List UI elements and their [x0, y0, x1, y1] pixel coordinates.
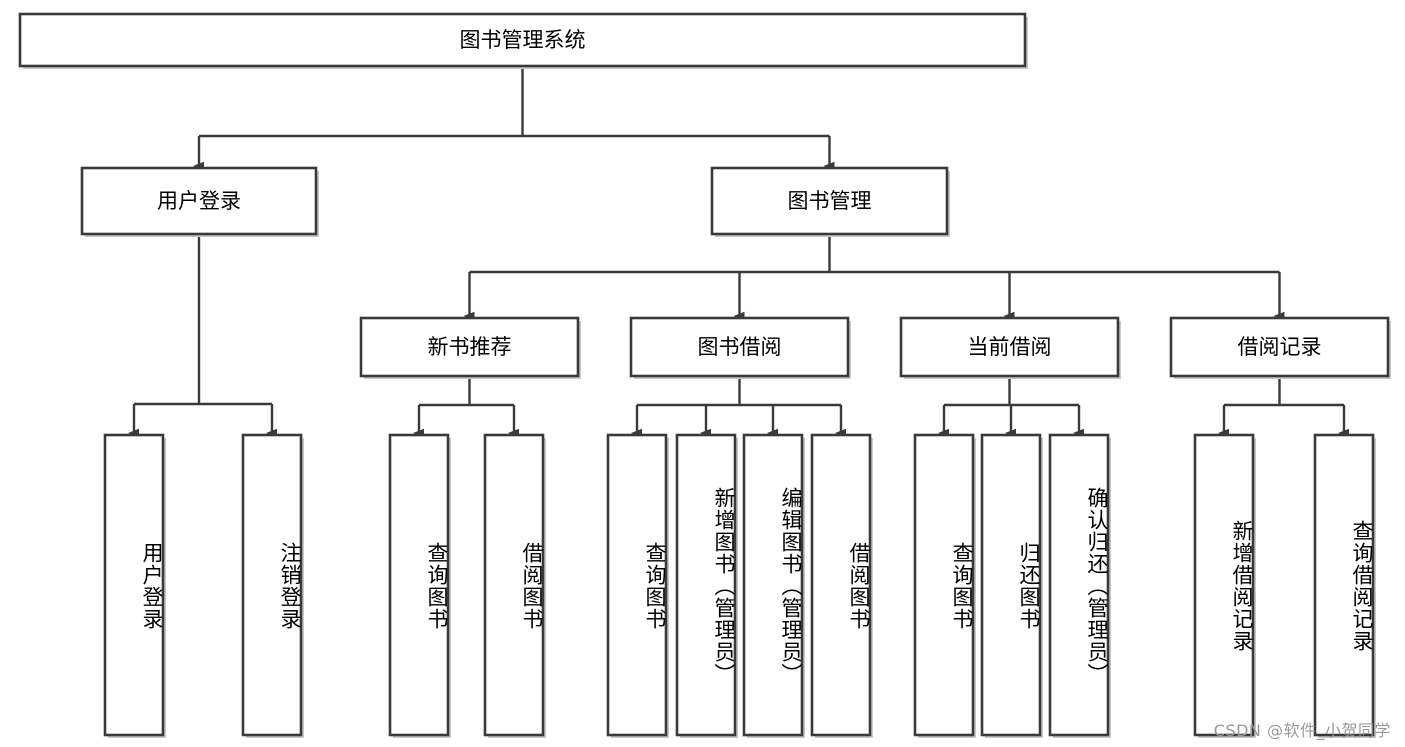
- node-box-leaf-confirm-return[interactable]: [1048, 433, 1110, 737]
- node-box-leaf-add-borrow-record[interactable]: [1193, 433, 1255, 737]
- node-label-borrow-record: 借阅记录: [1238, 335, 1322, 359]
- node-box-leaf-query-book-borrow[interactable]: [606, 433, 668, 737]
- node-box-leaf-query-book-current[interactable]: [913, 433, 975, 737]
- node-label-current-borrow: 当前借阅: [968, 335, 1052, 359]
- node-box-leaf-add-book[interactable]: [675, 433, 737, 737]
- node-box-borrow-record[interactable]: [1169, 316, 1390, 378]
- node-box-user-login[interactable]: [80, 166, 318, 236]
- connector-layer: [128, 66, 1349, 438]
- node-label-book-manage: 图书管理: [788, 189, 872, 213]
- node-box-leaf-query-book-rec[interactable]: [388, 433, 450, 737]
- node-layer: [18, 12, 1391, 738]
- node-box-book-manage[interactable]: [710, 166, 949, 236]
- node-box-book-borrow[interactable]: [629, 316, 850, 378]
- node-box-current-borrow[interactable]: [899, 316, 1120, 378]
- node-box-leaf-borrow-book-rec[interactable]: [483, 433, 545, 737]
- node-label-new-book-rec: 新书推荐: [428, 335, 512, 359]
- node-box-leaf-edit-book[interactable]: [742, 433, 804, 737]
- watermark: CSDN @软件_小贺同学: [1213, 721, 1391, 740]
- node-box-new-book-rec[interactable]: [359, 316, 580, 378]
- node-box-leaf-user-logout[interactable]: [241, 433, 303, 737]
- node-box-leaf-query-borrow-record[interactable]: [1313, 433, 1375, 737]
- node-box-root[interactable]: [18, 12, 1027, 68]
- node-box-leaf-borrow-book[interactable]: [810, 433, 872, 737]
- node-label-root: 图书管理系统: [460, 28, 586, 52]
- node-box-leaf-user-login[interactable]: [103, 433, 165, 737]
- node-box-leaf-return-book[interactable]: [980, 433, 1042, 737]
- node-label-book-borrow: 图书借阅: [698, 335, 782, 359]
- node-label-user-login: 用户登录: [157, 189, 241, 213]
